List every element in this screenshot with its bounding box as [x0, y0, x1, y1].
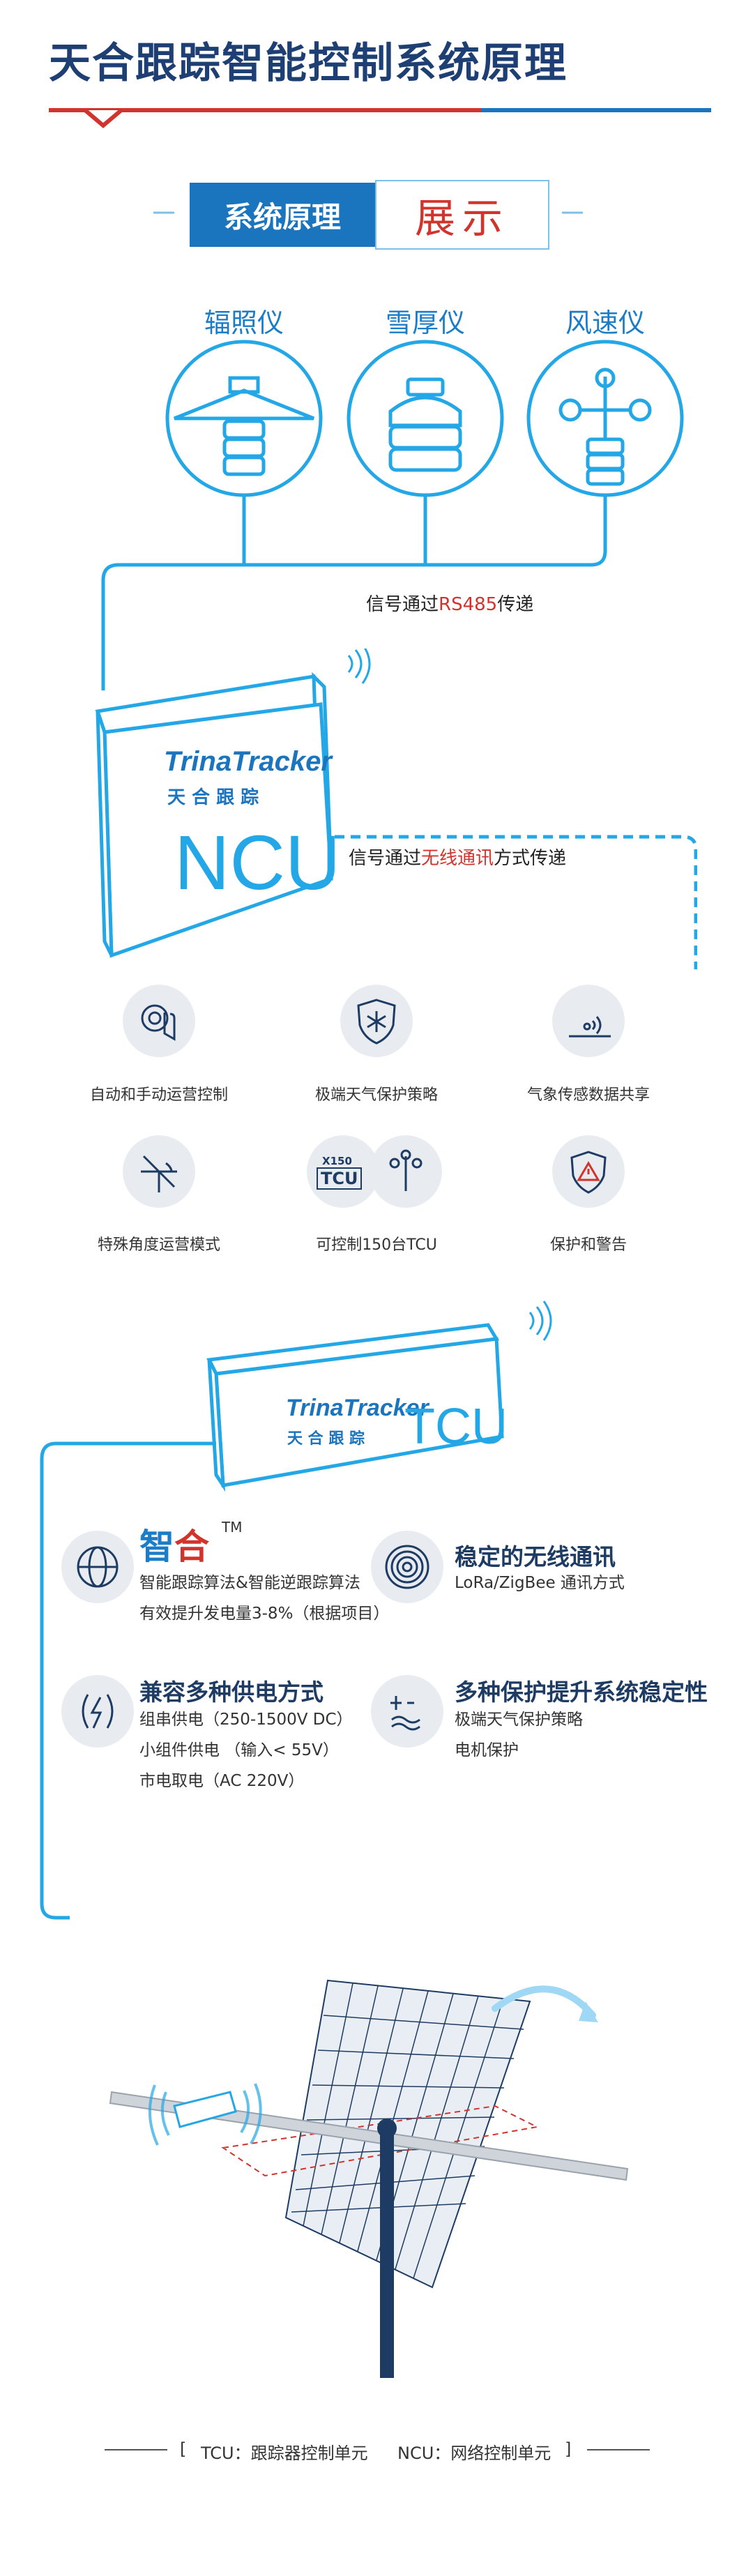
- feature-label-angle: 特殊角度运营模式: [97, 1236, 220, 1254]
- protection-icon: [371, 1675, 443, 1748]
- badge-dash-right: [562, 211, 583, 214]
- power-line-3: 市电取电（AC 220V）: [139, 1772, 305, 1790]
- page-title: 天合跟踪智能控制系统原理: [49, 39, 568, 88]
- signal-wireless-text: 信号通过无线通讯方式传递: [349, 848, 567, 869]
- wireless-signal-icon: [528, 1301, 552, 1341]
- smart-line-2: 有效提升发电量3-8%（根据项目）: [139, 1605, 390, 1623]
- footer-tcu: TCU：跟踪器控制单元: [201, 2444, 368, 2463]
- ncu-device: TrinaTracker 天 合 跟 踪 NCU: [95, 649, 697, 969]
- feature-label-control: 自动和手动运营控制: [89, 1086, 228, 1104]
- section-badge-right: 展示: [375, 180, 549, 250]
- smart-tm: TM: [222, 1519, 243, 1536]
- protect-title: 多种保护提升系统稳定性: [455, 1679, 708, 1706]
- globe-icon: [61, 1531, 134, 1603]
- ncu-brand: TrinaTracker: [164, 746, 333, 777]
- tcu-device: TrinaTracker 天 合 跟 踪 TCU: [40, 1301, 552, 1920]
- power-line-2: 小组件供电 （输入< 55V）: [139, 1741, 339, 1759]
- sensor-network: [101, 340, 684, 690]
- footer-ncu: NCU：网络控制单元: [397, 2444, 552, 2463]
- feature-label-weather: 极端天气保护策略: [314, 1086, 438, 1104]
- feature-label-tcu: 可控制150台TCU: [316, 1236, 437, 1254]
- snow-depth-icon: [347, 340, 504, 497]
- footer-bracket-open: [: [180, 2439, 187, 2459]
- ncu-brand-zh: 天 合 跟 踪: [167, 787, 259, 808]
- angle-mode-icon: [123, 1135, 195, 1208]
- snowflake-shield-icon: [340, 985, 413, 1057]
- smart-title: 智合: [139, 1526, 209, 1567]
- wireless-title: 稳定的无线通讯: [455, 1543, 616, 1570]
- protect-line-2: 电机保护: [455, 1741, 519, 1759]
- solar-tracker-illustration: [109, 1979, 629, 2378]
- feature-label-share: 气象传感数据共享: [526, 1086, 650, 1104]
- warning-shield-icon: [552, 1135, 625, 1208]
- wireless-signal-icon: [347, 649, 371, 684]
- tcu-badge-bottom: TCU: [317, 1167, 363, 1190]
- protect-line-1: 极端天气保护策略: [455, 1711, 583, 1729]
- feature-label-warning: 保护和警告: [549, 1236, 627, 1254]
- sensor-label-wind: 风速仪: [565, 308, 645, 338]
- ncu-label: NCU: [174, 820, 340, 906]
- badge-dash-left: [153, 211, 174, 214]
- power-line-1: 组串供电（250-1500V DC）: [139, 1711, 353, 1729]
- title-underline: [49, 108, 711, 128]
- power-title: 兼容多种供电方式: [139, 1679, 324, 1706]
- footer-legend: [ TCU：跟踪器控制单元 NCU：网络控制单元 ]: [105, 2439, 650, 2576]
- sensor-label-snow: 雪厚仪: [385, 308, 465, 338]
- gear-hand-icon: [123, 985, 195, 1057]
- footer-bracket-close: ]: [565, 2439, 572, 2459]
- smart-line-1: 智能跟踪算法&智能逆跟踪算法: [139, 1574, 360, 1592]
- power-icon: [61, 1675, 134, 1748]
- section-badge-left: 系统原理: [190, 183, 375, 247]
- tcu-control-icon: X150 TCU: [307, 1135, 446, 1208]
- tcu-brand-zh: 天 合 跟 踪: [287, 1430, 365, 1448]
- sensor-share-icon: [552, 985, 625, 1057]
- tcu-label: TCU: [404, 1399, 508, 1455]
- wireless-line-1: LoRa/ZigBee 通讯方式: [455, 1574, 625, 1592]
- wireless-rings-icon: [371, 1531, 443, 1603]
- signal-rs485-text: 信号通过RS485传递: [366, 594, 534, 615]
- tcu-brand: TrinaTracker: [286, 1395, 430, 1421]
- tcu-badge-top: X150: [322, 1155, 352, 1167]
- sensor-label-irradiance: 辐照仪: [204, 308, 284, 338]
